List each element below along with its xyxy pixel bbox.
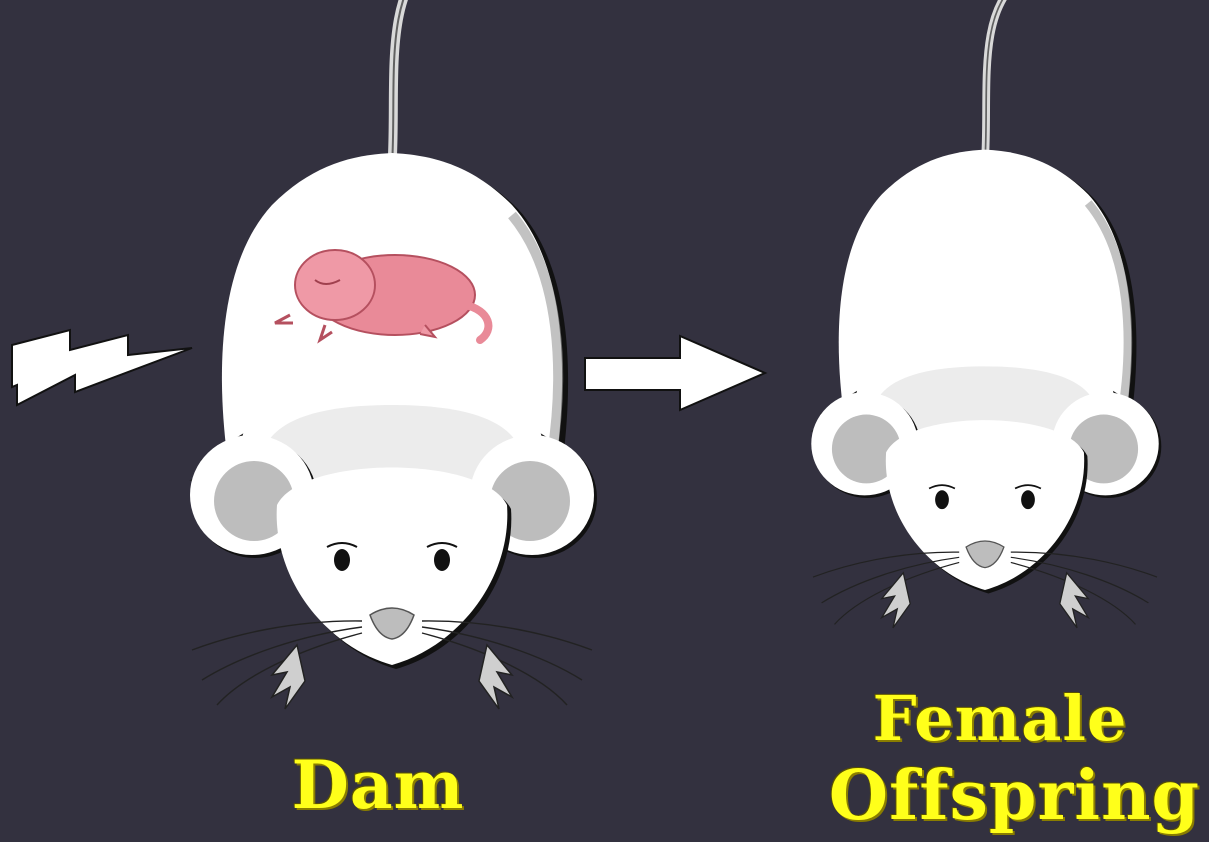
lightning-bolt-icon xyxy=(12,330,192,405)
right-arrow-icon xyxy=(585,336,765,410)
dam-mouse-illustration xyxy=(190,0,597,709)
offspring-mouse-illustration xyxy=(811,0,1161,628)
offspring-label-line2: Offspring xyxy=(820,762,1209,830)
dam-label: Dam xyxy=(258,752,498,818)
offspring-label-line1: Female xyxy=(850,688,1150,750)
